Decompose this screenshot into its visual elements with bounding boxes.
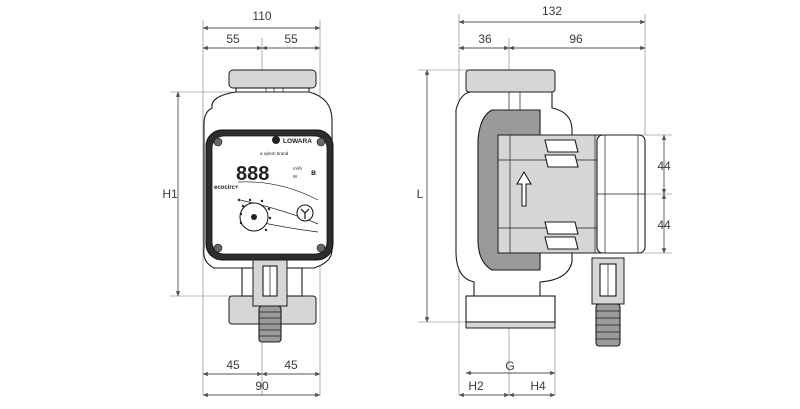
front-overall-width-label: 110 (252, 9, 271, 23)
lowara-logo-icon (272, 136, 280, 144)
brand-label: LOWARA (283, 138, 312, 145)
side-bottom-flange (465, 295, 556, 323)
side-view: 132 36 96 L 44 44 G H2 H4 (417, 4, 672, 398)
model-label: ecocirc+ (214, 185, 239, 191)
front-view: 110 55 55 H1 45 45 90 (162, 9, 334, 398)
side-offset-left-label: 36 (478, 32, 492, 46)
front-bottom-right-label: 45 (284, 358, 298, 372)
segment-display: 888 (236, 163, 269, 185)
power-unit-label: W (293, 174, 298, 179)
front-half-left-label: 55 (226, 32, 240, 46)
side-overall-width-label: 132 (542, 4, 562, 18)
front-half-right-label: 55 (284, 32, 298, 46)
flow-direction-arrow (516, 171, 532, 207)
side-cooling-fins (544, 139, 579, 250)
thread-g-label: G (505, 359, 514, 373)
h1-label: H1 (162, 187, 178, 201)
l-label: L (417, 187, 424, 201)
front-bottom-width-label: 90 (255, 379, 269, 393)
bluetooth-icon: ʙ (311, 168, 316, 177)
sub-brand-label: a xylem brand (260, 151, 289, 156)
front-top-flange (228, 69, 317, 89)
module-lower-label: 44 (657, 218, 671, 232)
flow-unit-label: m³/h (293, 166, 302, 171)
side-motor-block (497, 134, 603, 254)
side-top-flange (465, 69, 556, 93)
control-panel: LOWARA a xylem brand 888 m³/h W ʙ ecocir… (214, 136, 319, 233)
module-upper-label: 44 (657, 159, 671, 173)
h4-label: H4 (530, 379, 546, 393)
h2-label: H2 (468, 379, 484, 393)
side-offset-right-label: 96 (569, 32, 583, 46)
front-bottom-left-label: 45 (226, 358, 240, 372)
